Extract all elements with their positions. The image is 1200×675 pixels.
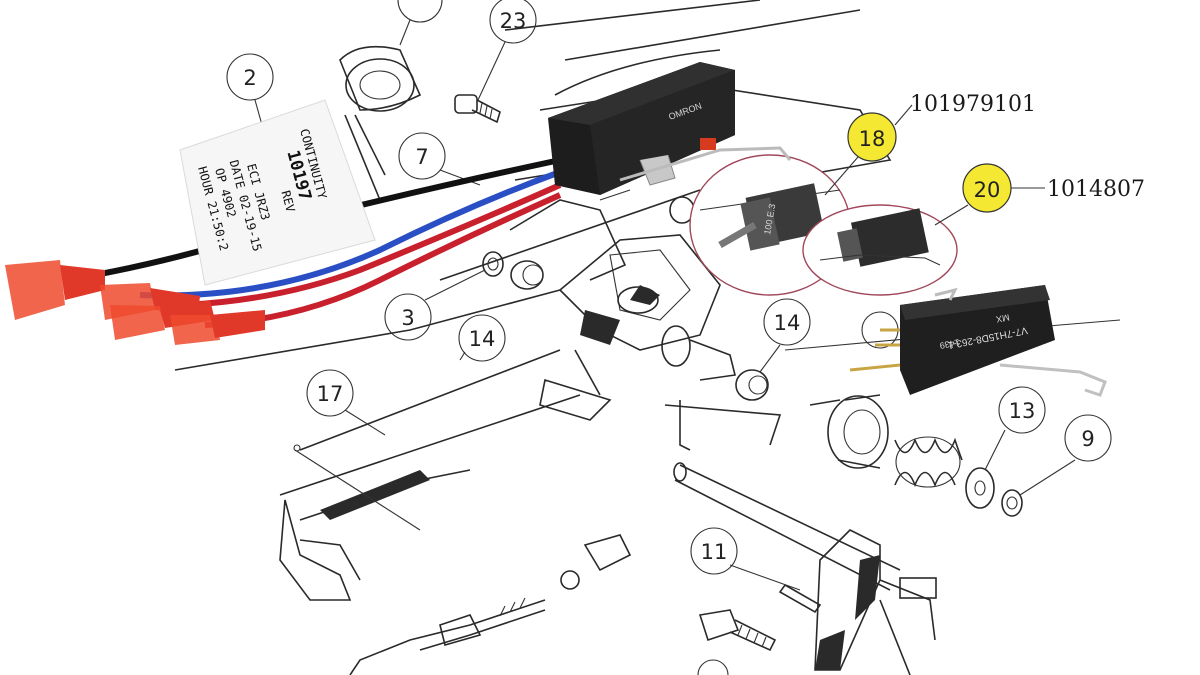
callout-11: 11 xyxy=(690,527,801,591)
callout-14-left: 14 xyxy=(458,314,506,362)
continuity-tag: CONTINUITY 10197 REV ECI JRZ3 DATE 02-19… xyxy=(179,99,376,286)
callout-7: 7 xyxy=(398,132,481,186)
svg-text:3: 3 xyxy=(401,306,414,330)
terminal-4 xyxy=(170,310,265,345)
svg-text:14: 14 xyxy=(774,311,801,335)
svg-text:MX: MX xyxy=(995,312,1010,324)
large-switch-photo: V7-7H15D8-263-1 1439 MX xyxy=(849,285,1107,397)
svg-text:2: 2 xyxy=(243,66,256,90)
svg-text:17: 17 xyxy=(317,382,344,406)
washer-3 xyxy=(482,251,504,277)
terminal-1 xyxy=(5,260,105,320)
svg-text:13: 13 xyxy=(1009,399,1036,423)
callout-17: 17 xyxy=(306,369,386,436)
svg-text:7: 7 xyxy=(415,145,428,169)
svg-text:1014807: 1014807 xyxy=(1047,177,1145,202)
spacer-14-left xyxy=(510,260,544,290)
callout-23: 23 xyxy=(477,0,537,101)
svg-text:11: 11 xyxy=(701,540,728,564)
small-switch-body: OMRON xyxy=(548,62,792,195)
adjuster-bolt xyxy=(698,609,777,652)
svg-text:14: 14 xyxy=(469,327,496,351)
spacer-14-right xyxy=(735,369,769,401)
callout-3: 3 xyxy=(384,269,486,341)
callout-13: 13 xyxy=(984,386,1046,471)
svg-text:18: 18 xyxy=(859,127,886,151)
svg-text:101979101: 101979101 xyxy=(910,92,1036,117)
part-number-20: 1014807 xyxy=(1047,177,1145,202)
svg-text:REV: REV xyxy=(278,189,297,214)
part-number-18: 101979101 xyxy=(910,92,1036,117)
cam-bushing xyxy=(827,394,889,469)
svg-text:1439: 1439 xyxy=(939,337,961,351)
svg-text:23: 23 xyxy=(500,9,527,33)
diagram-line-art xyxy=(174,0,1121,675)
callouts: 23 2 7 3 14 14 17 xyxy=(226,0,1112,675)
callout-18: 18 xyxy=(824,104,913,196)
magnifier-circle-20 xyxy=(802,204,958,296)
callout-2: 2 xyxy=(226,53,274,126)
callout-9: 9 xyxy=(1019,414,1112,496)
callout-14-right: 14 xyxy=(759,298,811,373)
wire-harness-photo: CONTINUITY 10197 REV ECI JRZ3 DATE 02-19… xyxy=(5,62,792,345)
svg-text:9: 9 xyxy=(1081,427,1094,451)
callout-20: 20 xyxy=(934,163,1045,226)
spring xyxy=(894,436,963,488)
bolt-23 xyxy=(454,94,501,124)
svg-text:20: 20 xyxy=(974,178,1001,202)
